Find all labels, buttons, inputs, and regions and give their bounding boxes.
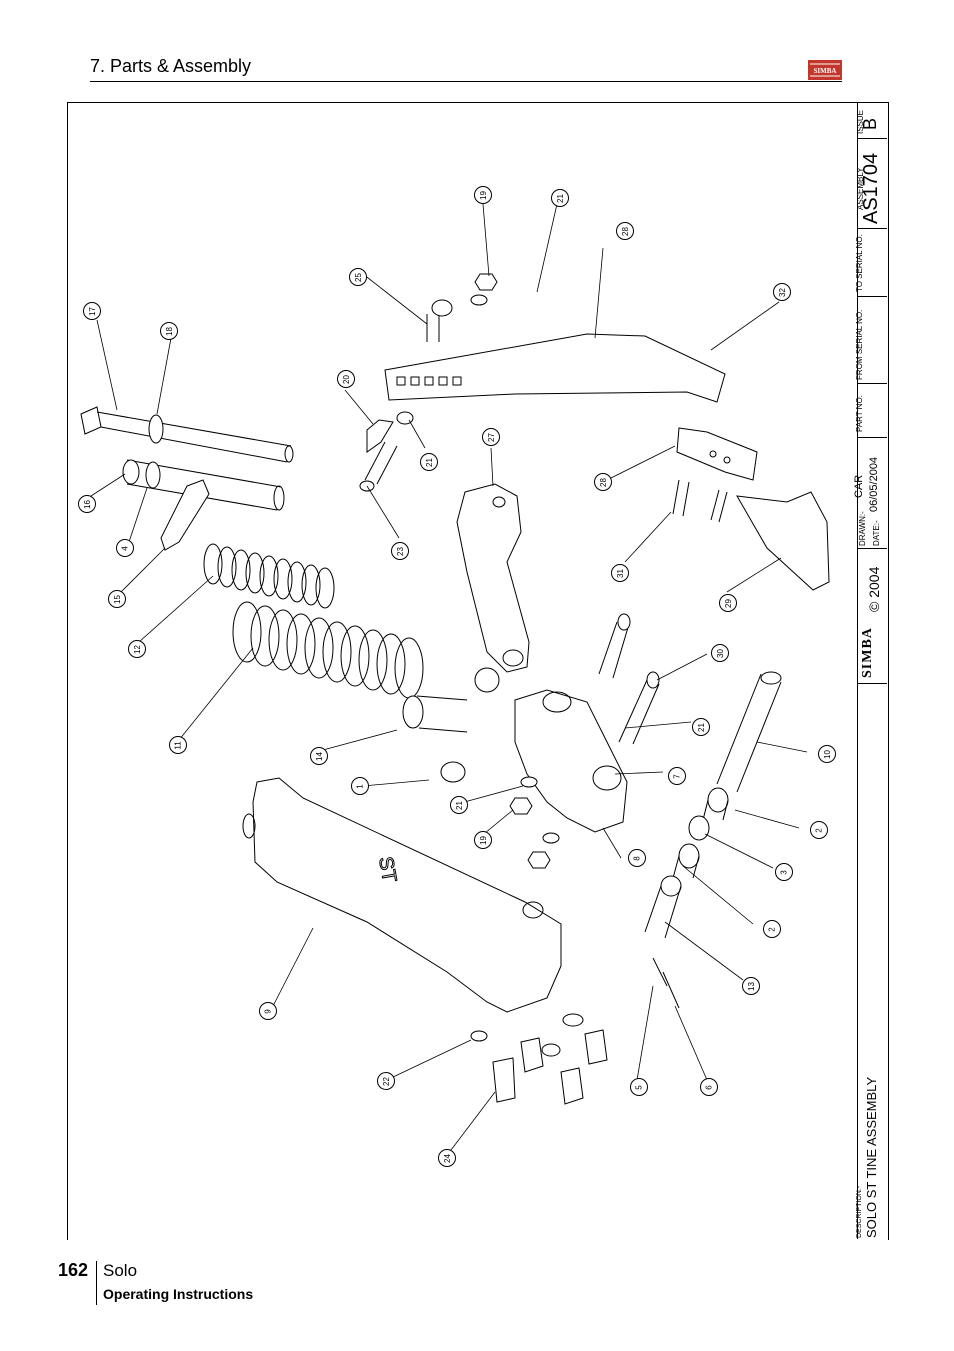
callout-12: 12 — [128, 640, 146, 658]
footer-separator — [96, 1261, 97, 1305]
callout-19: 19 — [474, 186, 492, 204]
roll-pin-part — [652, 957, 668, 987]
callout-21: 21 — [450, 796, 468, 814]
callout-1: 1 — [351, 777, 369, 795]
pivot-block-part — [514, 689, 628, 833]
bracket-part-2 — [676, 427, 758, 481]
leader-lines — [90, 203, 808, 1151]
description-value: SOLO ST TINE ASSEMBLY — [864, 1076, 879, 1238]
nut-part — [474, 273, 498, 291]
large-spring — [232, 601, 424, 699]
callout-25: 25 — [349, 268, 367, 286]
washer-part-3 — [396, 411, 414, 425]
callout-18: 18 — [160, 322, 178, 340]
drawn-label: DRAWN:- — [858, 511, 867, 546]
callout-6: 6 — [700, 1078, 718, 1096]
date-label: DATE:- — [872, 520, 881, 546]
header-rule — [90, 81, 842, 82]
washer-part-2 — [470, 294, 488, 306]
callout-5: 5 — [630, 1078, 648, 1096]
callout-28: 28 — [594, 473, 612, 491]
callout-14: 14 — [310, 747, 328, 765]
small-spring — [203, 543, 335, 609]
callout-24: 24 — [438, 1149, 456, 1167]
top-arm-part — [384, 333, 726, 403]
callout-30: 30 — [711, 644, 729, 662]
bushing-assembly-part — [402, 667, 500, 783]
date-value: 06/05/2004 — [868, 456, 880, 512]
description-label: DESCRIPTION:- — [856, 1185, 863, 1238]
callout-8: 8 — [628, 849, 646, 867]
bolt-part — [80, 406, 294, 463]
svg-text:ST: ST — [374, 855, 400, 884]
callout-4: 4 — [116, 539, 134, 557]
callout-21: 21 — [692, 718, 710, 736]
callout-7: 7 — [668, 767, 686, 785]
washer-part — [148, 414, 164, 444]
callout-27: 27 — [482, 428, 500, 446]
callout-31: 31 — [611, 564, 629, 582]
clip-part — [160, 479, 210, 551]
exploded-parts-drawing: ST — [80, 203, 830, 1151]
nut-part-2 — [509, 797, 533, 815]
tine-point-part — [736, 491, 830, 591]
split-pin-part — [662, 971, 680, 1009]
drawing-frame — [67, 102, 889, 1240]
svg-text:SIMBA: SIMBA — [814, 67, 837, 75]
title-block-logo: SIMBA — [860, 627, 875, 678]
doc-type: Operating Instructions — [103, 1286, 254, 1302]
page-number: 162 — [58, 1260, 89, 1280]
callout-21: 21 — [420, 453, 438, 471]
callout-21: 21 — [551, 189, 569, 207]
callout-11: 11 — [169, 736, 187, 754]
callout-28: 28 — [616, 222, 634, 240]
bolt-part-3 — [598, 613, 660, 745]
callout-2: 2 — [810, 821, 828, 839]
callout-10: 10 — [818, 745, 836, 763]
bushes-part — [644, 787, 729, 939]
title-block-border — [857, 102, 858, 1239]
clip-part-2 — [366, 419, 394, 453]
assembly-number: AS1704 — [860, 152, 882, 224]
callout-23: 23 — [391, 542, 409, 560]
copyright: © 2004 — [866, 566, 882, 612]
pivot-pin-part — [716, 671, 782, 793]
section-title: 7. Parts & Assembly — [90, 56, 252, 76]
top-arm-slots — [396, 376, 462, 386]
callout-20: 20 — [337, 370, 355, 388]
callout-32: 32 — [773, 283, 791, 301]
callout-17: 17 — [83, 302, 101, 320]
callout-3: 3 — [775, 863, 793, 881]
bolts-bottom-part — [470, 1013, 608, 1105]
main-tine-leg-part — [252, 777, 562, 1013]
issue-value: B — [860, 117, 880, 130]
callout-9: 9 — [259, 1002, 277, 1020]
callout-22: 22 — [377, 1072, 395, 1090]
callout-15: 15 — [108, 590, 126, 608]
callout-19: 19 — [474, 831, 492, 849]
pin-part-2 — [359, 441, 398, 492]
bracket-part — [456, 483, 530, 673]
callout-16: 16 — [78, 495, 96, 513]
callout-29: 29 — [719, 594, 737, 612]
simba-logo: SIMBA — [808, 60, 842, 80]
product-name: Solo — [103, 1261, 138, 1280]
pin-part — [426, 299, 453, 342]
callout-13: 13 — [742, 977, 760, 995]
callout-2: 2 — [763, 920, 781, 938]
bolt-part-2 — [672, 479, 728, 523]
